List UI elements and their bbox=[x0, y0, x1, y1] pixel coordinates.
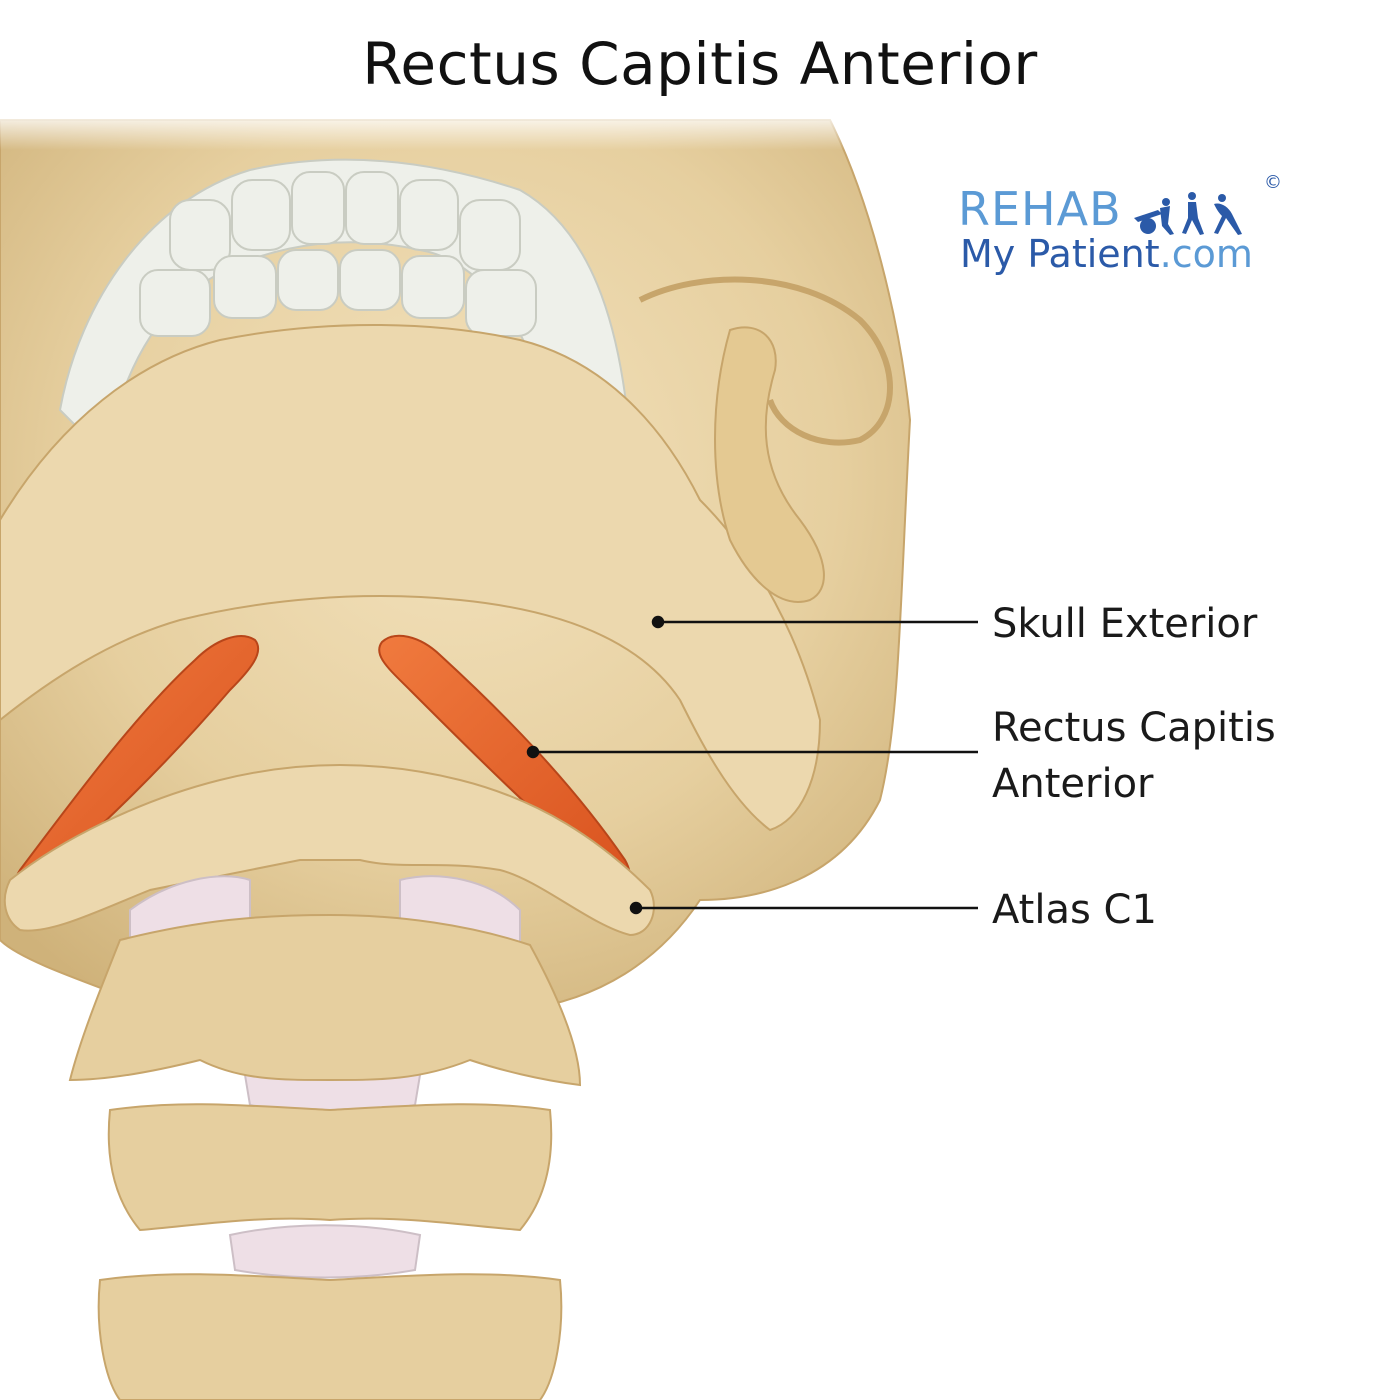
page-title: Rectus Capitis Anterior bbox=[362, 30, 1038, 98]
brand-logo: REHAB My Patient.com © bbox=[958, 172, 1288, 292]
copyright-mark: © bbox=[1264, 172, 1282, 193]
mandible bbox=[0, 324, 822, 832]
cervical-spine bbox=[68, 913, 582, 1400]
styloid-process bbox=[714, 326, 825, 603]
logo-mypatient: My Patient.com bbox=[960, 232, 1253, 276]
teeth bbox=[58, 158, 632, 463]
label-rectus-capitis-line2: Anterior bbox=[992, 761, 1154, 807]
leader-lines bbox=[526, 615, 978, 915]
atlas-c1 bbox=[3, 764, 655, 937]
logo-dotcom: .com bbox=[1159, 232, 1253, 276]
exercise-figures-icon bbox=[1134, 192, 1242, 235]
orbit-edge bbox=[638, 276, 893, 446]
label-skull-exterior: Skull Exterior bbox=[992, 601, 1258, 647]
label-atlas-c1: Atlas C1 bbox=[992, 887, 1157, 933]
label-rectus-capitis-line1: Rectus Capitis bbox=[992, 705, 1276, 751]
logo-rehab: REHAB bbox=[958, 182, 1122, 236]
logo-mypatient-main: My Patient bbox=[960, 232, 1160, 276]
